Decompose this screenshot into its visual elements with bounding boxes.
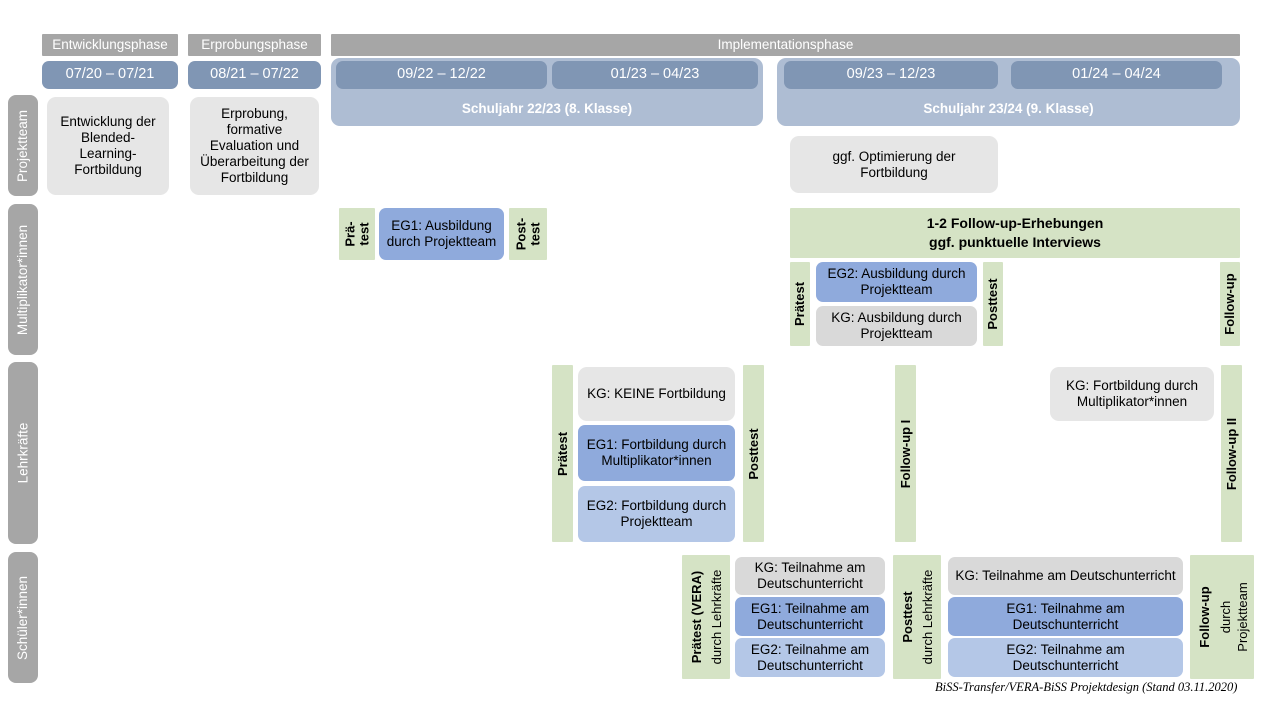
schueler-eg2-box-1: EG2: Teilnahme am Deutschunterricht <box>735 638 885 677</box>
multiplikatoren-posttest-1-strip: Post- test <box>509 208 547 260</box>
lehrkraefte-kg-keine-box: KG: KEINE Fortbildung <box>578 367 735 421</box>
row-label-multiplikatorinnen: Multiplikator*innen <box>8 204 38 355</box>
multiplikatoren-posttest-2-strip: Posttest <box>983 262 1003 346</box>
row-label-text: Schüler*innen <box>15 575 31 660</box>
schueler-posttest-bold-label: Posttest <box>899 591 915 643</box>
date-label: 01/23 – 04/23 <box>610 66 700 83</box>
date-bar-0124-0424: 01/24 – 04/24 <box>1011 61 1222 89</box>
multiplikatoren-kg-text: KG: Ausbildung durch Projektteam <box>831 310 962 341</box>
schueler-kg-text: KG: Teilnahme am Deutschunterricht <box>955 568 1176 584</box>
lehrkraefte-eg1-box: EG1: Fortbildung durch Multiplikator*inn… <box>578 425 735 481</box>
lehrkraefte-praetest-strip: Prätest <box>552 365 573 542</box>
lehrkraefte-kg-keine-text: KG: KEINE Fortbildung <box>587 386 726 402</box>
schueler-eg1-box-1: EG1: Teilnahme am Deutschunterricht <box>735 597 885 636</box>
lehrkraefte-followup-1-label: Follow-up I <box>897 419 913 488</box>
schueler-posttest-strip: Posttest durch Lehrkräfte <box>893 555 941 679</box>
school-year-text: Schuljahr 22/23 (8. Klasse) <box>461 101 633 117</box>
lehrkraefte-posttest-strip: Posttest <box>743 365 764 542</box>
date-bar-0123-0423: 01/23 – 04/23 <box>552 61 758 89</box>
lehrkraefte-eg2-box: EG2: Fortbildung durch Projektteam <box>578 486 735 542</box>
lehrkraefte-kg-multi-text: KG: Fortbildung durch Multiplikator*inne… <box>1065 378 1199 409</box>
date-bar-0821-0722: 08/21 – 07/22 <box>188 61 321 89</box>
schueler-eg1-box-2: EG1: Teilnahme am Deutschunterricht <box>948 597 1183 636</box>
phase-label: Entwicklungsphase <box>52 37 168 53</box>
multiplikatoren-posttest-1-label: Post- test <box>513 218 542 251</box>
row-label-projektteam: Projektteam <box>8 95 38 196</box>
multiplikatoren-praetest-2-strip: Prätest <box>790 262 810 346</box>
phase-label: Implementationsphase <box>717 37 854 53</box>
schueler-followup-reg2-label: Projektteam <box>1234 582 1250 652</box>
schueler-kg-text: KG: Teilnahme am Deutschunterricht <box>754 560 866 591</box>
schueler-eg2-text: EG2: Teilnahme am Deutschunterricht <box>1006 641 1125 673</box>
schueler-followup-strip: Follow-up durch Projektteam <box>1190 555 1254 679</box>
projektteam-erprobung-text: Erprobung, formative Evaluation und Über… <box>200 106 309 185</box>
multiplikatoren-eg1-ausbildung-box: EG1: Ausbildung durch Projektteam <box>379 208 504 260</box>
date-label: 01/24 – 04/24 <box>1072 66 1161 83</box>
lehrkraefte-followup-2-label: Follow-up II <box>1223 417 1239 490</box>
lehrkraefte-posttest-label: Posttest <box>745 427 761 480</box>
projektteam-entwicklung-text: Entwicklung der Blended-Learning-Fortbil… <box>60 114 156 177</box>
schueler-posttest-reg-label: durch Lehrkräfte <box>919 569 935 665</box>
lehrkraefte-followup-1-strip: Follow-up I <box>895 365 916 542</box>
projektteam-optimierung-box: ggf. Optimierung der Fortbildung <box>790 136 998 193</box>
school-year-label: Schuljahr 23/24 (9. Klasse) <box>777 96 1240 122</box>
school-year-text: Schuljahr 23/24 (9. Klasse) <box>923 101 1094 117</box>
schueler-followup-reg1-label: durch <box>1217 600 1233 634</box>
phase-label: Erprobungsphase <box>201 37 308 53</box>
multiplikatoren-kg-ausbildung-box: KG: Ausbildung durch Projektteam <box>816 306 977 346</box>
schueler-praetest-bold-label: Prätest (VERA) <box>688 570 704 664</box>
row-label-text: Lehrkräfte <box>15 422 31 484</box>
lehrkraefte-followup-2-strip: Follow-up II <box>1221 365 1242 542</box>
footer-credit: BiSS-Transfer/VERA-BiSS Projektdesign (S… <box>935 680 1237 695</box>
posttest-line2: test <box>527 222 542 246</box>
multiplikatoren-followup-banner: 1-2 Follow-up-Erhebungen ggf. punktuelle… <box>790 208 1240 258</box>
schueler-kg-box-2: KG: Teilnahme am Deutschunterricht <box>948 557 1183 595</box>
followup-banner-line1: 1-2 Follow-up-Erhebungen <box>926 215 1104 232</box>
footer-text: BiSS-Transfer/VERA-BiSS Projektdesign (S… <box>935 680 1238 694</box>
multiplikatoren-followup-label: Follow-up <box>1221 273 1237 335</box>
praetest-line2: test <box>356 222 371 246</box>
date-label: 08/21 – 07/22 <box>210 66 299 83</box>
schueler-eg2-text: EG2: Teilnahme am Deutschunterricht <box>750 641 870 673</box>
date-label: 09/23 – 12/23 <box>846 66 936 83</box>
schueler-followup-bold-label: Follow-up <box>1197 586 1213 648</box>
date-bar-0923-1223: 09/23 – 12/23 <box>784 61 998 89</box>
projektteam-entwicklung-box: Entwicklung der Blended-Learning-Fortbil… <box>47 97 169 195</box>
schueler-praetest-strip: Prätest (VERA) durch Lehrkräfte <box>682 555 730 679</box>
schueler-eg1-text: EG1: Teilnahme am Deutschunterricht <box>1006 600 1125 632</box>
lehrkraefte-eg2-text: EG2: Fortbildung durch Projektteam <box>586 498 727 529</box>
multiplikatoren-followup-strip: Follow-up <box>1220 262 1240 346</box>
row-label-lehrkraefte: Lehrkräfte <box>8 362 38 544</box>
lehrkraefte-kg-multi-box: KG: Fortbildung durch Multiplikator*inne… <box>1050 367 1214 421</box>
phase-header-implementationsphase: Implementationsphase <box>331 34 1240 56</box>
row-label-text: Projektteam <box>15 109 31 182</box>
date-label: 09/22 – 12/22 <box>397 66 486 83</box>
schueler-eg1-text: EG1: Teilnahme am Deutschunterricht <box>750 600 870 632</box>
schueler-kg-box-1: KG: Teilnahme am Deutschunterricht <box>735 557 885 595</box>
multiplikatoren-eg2-text: EG2: Ausbildung durch Projektteam <box>827 266 966 297</box>
schueler-eg2-box-2: EG2: Teilnahme am Deutschunterricht <box>948 638 1183 677</box>
multiplikatoren-posttest-2-label: Posttest <box>984 278 1000 330</box>
multiplikatoren-praetest-2-label: Prätest <box>791 281 807 327</box>
phase-header-erprobungsphase: Erprobungsphase <box>188 34 321 56</box>
phase-header-entwicklungsphase: Entwicklungsphase <box>42 34 178 56</box>
date-bar-0720-0721: 07/20 – 07/21 <box>42 61 178 89</box>
multiplikatoren-eg2-ausbildung-box: EG2: Ausbildung durch Projektteam <box>816 262 977 302</box>
lehrkraefte-praetest-label: Prätest <box>554 431 570 476</box>
multiplikatoren-eg1-text: EG1: Ausbildung durch Projektteam <box>386 218 497 249</box>
lehrkraefte-eg1-text: EG1: Fortbildung durch Multiplikator*inn… <box>586 437 727 468</box>
multiplikatoren-praetest-1-label: Prä- test <box>342 221 371 246</box>
schueler-praetest-reg-label: durch Lehrkräfte <box>708 569 724 665</box>
projektteam-erprobung-box: Erprobung, formative Evaluation und Über… <box>190 97 319 195</box>
school-year-label: Schuljahr 22/23 (8. Klasse) <box>331 96 763 122</box>
multiplikatoren-praetest-1-strip: Prä- test <box>339 208 375 260</box>
date-label: 07/20 – 07/21 <box>65 66 155 83</box>
date-bar-0922-1222: 09/22 – 12/22 <box>336 61 547 89</box>
row-label-text: Multiplikator*innen <box>15 224 31 335</box>
projektteam-optimierung-text: ggf. Optimierung der Fortbildung <box>832 148 956 180</box>
row-label-schuelerinnen: Schüler*innen <box>8 552 38 683</box>
followup-banner-line2: ggf. punktuelle Interviews <box>929 234 1101 250</box>
